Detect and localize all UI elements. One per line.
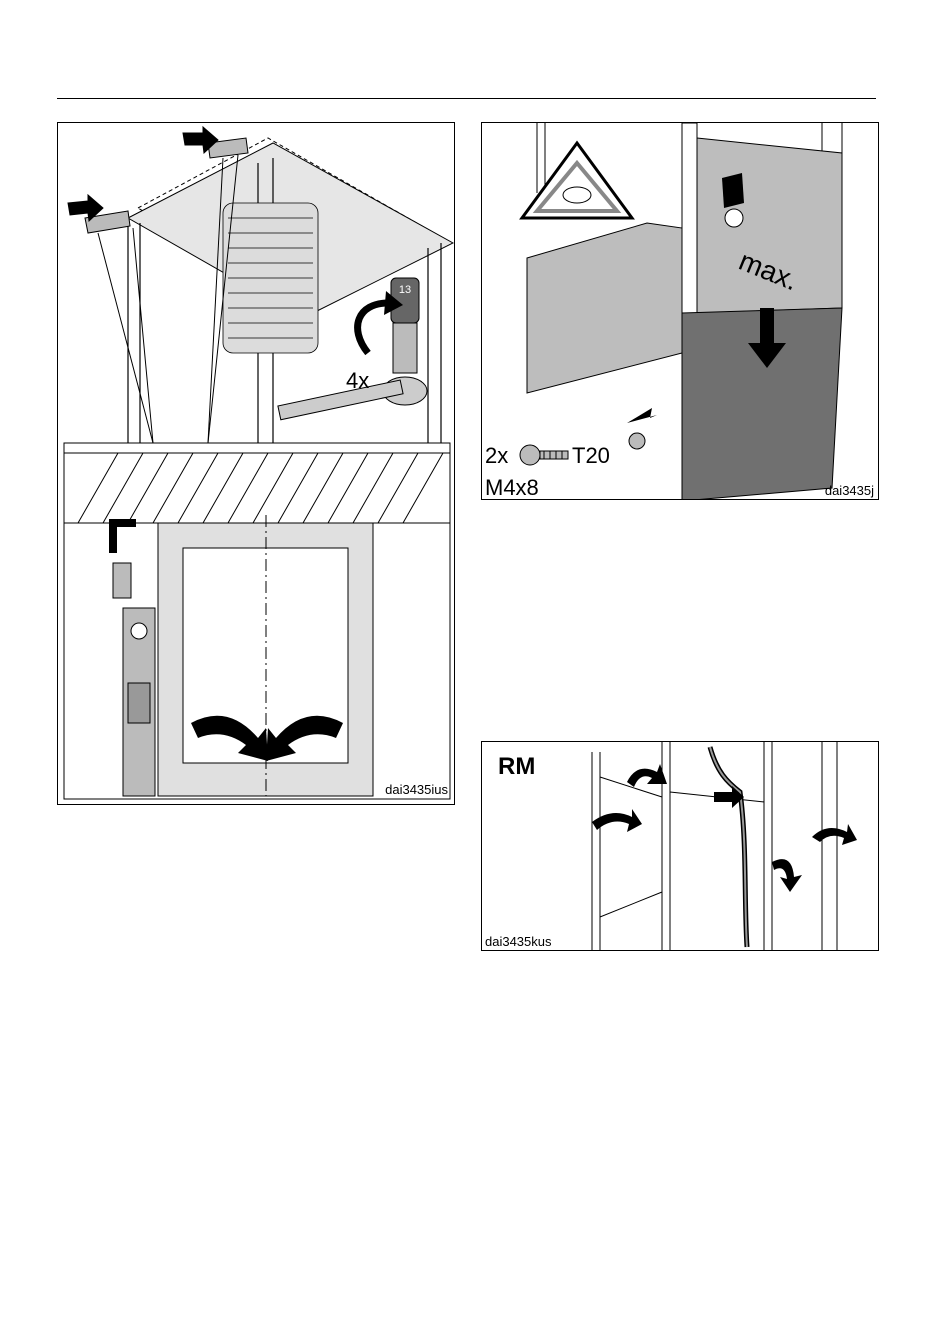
socket-size-label: 13 (399, 284, 411, 296)
screw-drive-label: T20 (572, 443, 610, 468)
figure-chimney-panel: max. 2x T20 M4x8 dai3435j (481, 122, 879, 500)
spirit-level-icon (123, 608, 155, 796)
figure-installation-leveling: 13 4x (57, 122, 455, 805)
count-label: 4x (346, 368, 369, 393)
warning-hand-icon (522, 143, 632, 218)
figure-cable-routing: RM dai3435kus (481, 741, 879, 951)
model-label: RM (498, 753, 535, 780)
installation-illustration: 13 4x (58, 123, 455, 805)
screw-count-label: 2x (485, 443, 508, 468)
chimney-panel-illustration: max. 2x T20 M4x8 dai3435j (482, 123, 879, 500)
duct-hose (223, 203, 318, 353)
ceiling-hatching (64, 453, 450, 523)
figure-code: dai3435kus (485, 934, 552, 949)
figure-code: dai3435j (825, 483, 874, 498)
screw-icon (520, 445, 568, 465)
screw-size-label: M4x8 (485, 475, 539, 500)
figure-code: dai3435ius (385, 782, 448, 797)
header-rule (57, 98, 876, 99)
cable-routing-illustration: RM dai3435kus (482, 742, 879, 951)
